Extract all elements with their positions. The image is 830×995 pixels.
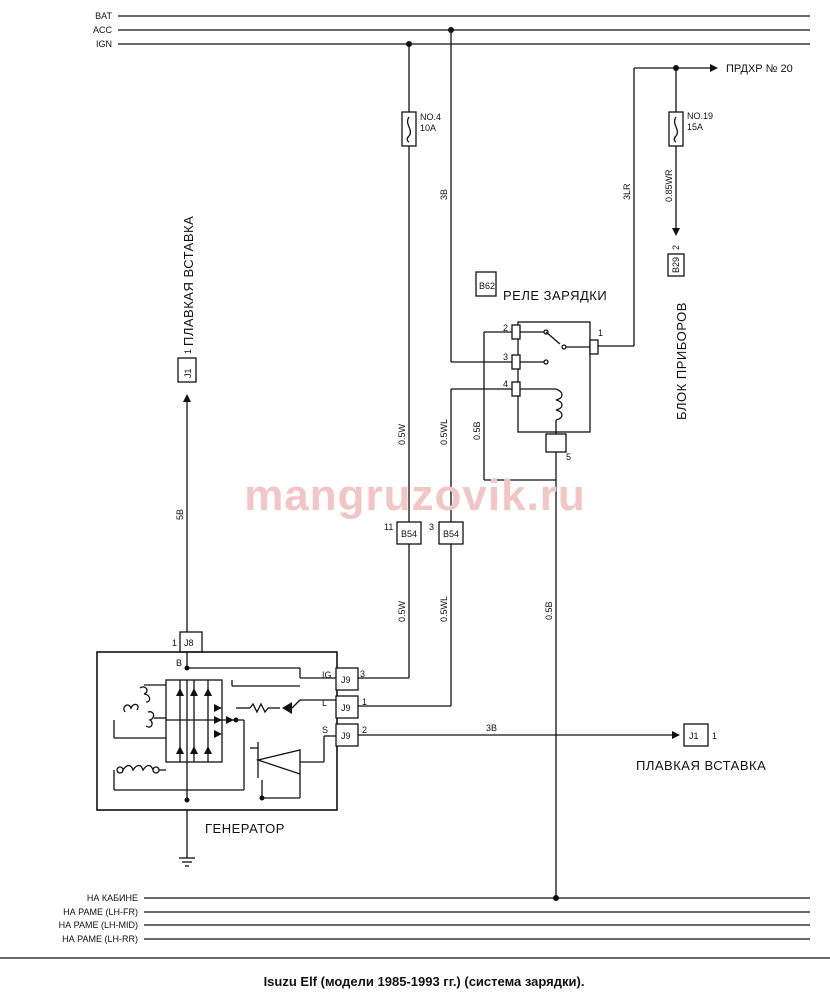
wire-label: 0.5W [397, 423, 407, 445]
fuse-rating: 10A [420, 123, 436, 133]
relay-pin: 4 [503, 379, 508, 389]
connector-tag: J9 [341, 731, 351, 741]
bus-label: НА КАБИНЕ [87, 893, 138, 903]
connector-tag: J9 [341, 703, 351, 713]
j9-connectors: J9 3 IG J9 1 L J9 2 S [322, 667, 367, 747]
connector-tag: J9 [341, 675, 351, 685]
connector-pin: 2 [671, 245, 681, 250]
connector-tag: J1 [689, 731, 699, 741]
relay-pin: 2 [503, 323, 508, 333]
fuse-rating: 15A [687, 122, 703, 132]
top-bus: BAT ACC IGN [93, 11, 810, 49]
connector-pin: 2 [362, 725, 367, 735]
wire-label: 0.5WL [439, 419, 449, 445]
wire-label: 0.5B [472, 421, 482, 440]
fusible-link-top: J1 1 ПЛАВКАЯ ВСТАВКА 5B [175, 216, 197, 632]
figure-caption: Isuzu Elf (модели 1985-1993 гг.) (систем… [264, 974, 585, 989]
fusible-title: ПЛАВКАЯ ВСТАВКА [181, 216, 196, 346]
relay-title: РЕЛЕ ЗАРЯДКИ [503, 288, 607, 303]
fuse-name: NO.4 [420, 112, 441, 122]
connector-pin: 1 [712, 731, 717, 741]
watermark: mangruzovik.ru [244, 471, 586, 520]
relay-wiring: 0.5B 0.5WL 0.5B [439, 331, 559, 901]
connector-tag: B54 [401, 529, 417, 539]
fuse-name: NO.19 [687, 111, 713, 121]
connector-pin: 3 [360, 669, 365, 679]
connector-pin: 1 [183, 349, 193, 354]
wire-label: 3B [486, 723, 497, 733]
generator: B [96, 651, 338, 867]
connector-pin: 1 [362, 697, 367, 707]
connector-tag: J1 [183, 368, 193, 378]
wire-label: 0.5WL [439, 596, 449, 622]
connector-tag: B29 [671, 257, 681, 273]
relay-tag: B62 [479, 281, 495, 291]
bottom-bus: НА КАБИНЕ НА РАМЕ (LH-FR) НА РАМЕ (LH-MI… [59, 893, 810, 944]
b54-connectors: B54 11 B54 3 0.5W 0.5WL [358, 521, 464, 707]
bus-label: НА РАМЕ (LH-RR) [62, 934, 138, 944]
connector-pin: 1 [172, 638, 177, 648]
fuse-no4: NO.4 10A 0.5W [397, 44, 441, 522]
generator-title: ГЕНЕРАТОР [205, 821, 285, 836]
wire-label: 0.5W [397, 600, 407, 622]
charge-relay: B62 РЕЛЕ ЗАРЯДКИ 2 3 4 1 5 [475, 271, 607, 462]
bus-label: НА РАМЕ (LH-MID) [59, 920, 138, 930]
fusible-link-right: 3B J1 1 ПЛАВКАЯ ВСТАВКА [358, 723, 766, 773]
bus-label: НА РАМЕ (LH-FR) [63, 907, 138, 917]
connector-tag: B54 [443, 529, 459, 539]
relay-pin: 1 [598, 328, 603, 338]
connector-term: IG [322, 670, 332, 680]
wire-label: 3B [439, 189, 449, 200]
wire-label: 5B [175, 509, 185, 520]
connector-term: L [322, 698, 327, 708]
connector-term: S [322, 725, 328, 735]
prdkhr-label: ПРДХР № 20 [726, 63, 793, 75]
connector-tag: J8 [184, 638, 194, 648]
wire-label: 0.85WR [664, 169, 674, 202]
cluster-title: БЛОК ПРИБОРОВ [674, 302, 689, 420]
wire-3b-relay: 3B [439, 30, 512, 363]
connector-pin: 11 [384, 522, 393, 532]
wire-label: 3LR [622, 183, 632, 200]
bus-label-acc: ACC [93, 25, 113, 35]
generator-term-b: B [176, 658, 182, 668]
relay-pin: 3 [503, 352, 508, 362]
wire-label: 0.5B [544, 601, 554, 620]
fuse-no19-branch: ПРДХР № 20 3LR NO.19 15A 0.85WR [598, 63, 793, 347]
connector-pin: 3 [429, 522, 434, 532]
relay-pin: 5 [566, 452, 571, 462]
bus-label-ign: IGN [96, 39, 112, 49]
bus-label-bat: BAT [95, 11, 112, 21]
fusible-title: ПЛАВКАЯ ВСТАВКА [636, 758, 766, 773]
cluster-connector: B29 2 БЛОК ПРИБОРОВ [667, 245, 689, 420]
